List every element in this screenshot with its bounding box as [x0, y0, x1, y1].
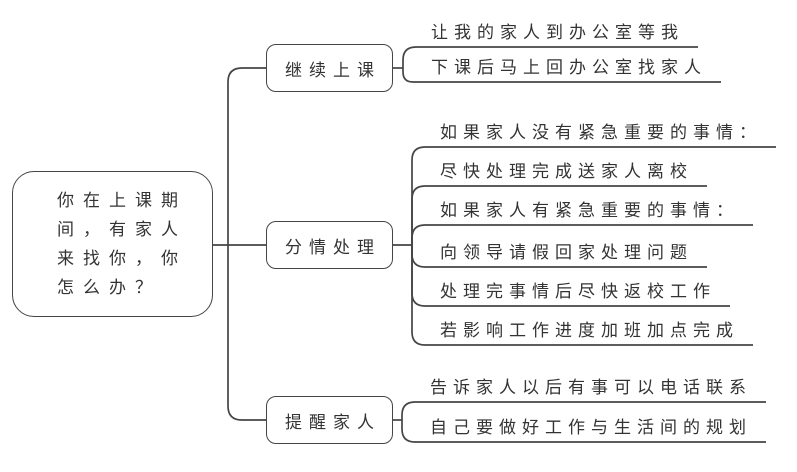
- leaf-node-label: 尽快处理完成送家人离校: [440, 162, 693, 181]
- leaf-node-label: 如果家人没有紧急重要的事情：: [440, 123, 762, 142]
- leaf-node[interactable]: 下课后马上回办公室找家人: [431, 54, 707, 82]
- leaf-node[interactable]: 如果家人没有紧急重要的事情：: [440, 119, 762, 147]
- leaf-node-label: 自己要做好工作与生活间的规划: [430, 418, 752, 437]
- root-node-label-line: 你在上课期: [57, 191, 187, 210]
- branch-node[interactable]: 分情处理: [266, 221, 393, 269]
- root-node-label-line: 怎么办？: [57, 278, 161, 297]
- connector: [227, 67, 266, 421]
- leaf-node[interactable]: 让我的家人到办公室等我: [431, 19, 684, 47]
- branch-node-label: 提醒家人: [285, 412, 381, 432]
- root-node-label-line: 来找你，你: [57, 249, 187, 268]
- leaf-node-label: 下课后马上回办公室找家人: [431, 58, 707, 77]
- branch-node-label: 分情处理: [285, 237, 381, 257]
- leaf-node[interactable]: 告诉家人以后有事可以电话联系: [430, 374, 752, 402]
- leaf-node-label: 处理完事情后尽快返校工作: [440, 282, 716, 301]
- root-node[interactable]: 你在上课期间，有家人来找你，你怎么办？: [12, 171, 213, 317]
- leaf-node[interactable]: 处理完事情后尽快返校工作: [440, 278, 716, 306]
- leaf-node-label: 若影响工作进度加班加点完成: [440, 321, 739, 340]
- branch-node[interactable]: 提醒家人: [266, 396, 393, 444]
- branch-node-label: 继续上课: [285, 60, 381, 80]
- leaf-node[interactable]: 如果家人有紧急重要的事情：: [440, 197, 739, 225]
- branch-node[interactable]: 继续上课: [266, 44, 393, 92]
- root-node-label: 你在上课期间，有家人来找你，你怎么办？: [57, 186, 187, 302]
- leaf-node-label: 如果家人有紧急重要的事情：: [440, 201, 739, 220]
- leaf-node[interactable]: 尽快处理完成送家人离校: [440, 158, 693, 186]
- leaf-node[interactable]: 向领导请假回家处理问题: [440, 239, 693, 267]
- leaf-node[interactable]: 若影响工作进度加班加点完成: [440, 317, 739, 345]
- root-node-label-line: 间，有家人: [57, 220, 187, 239]
- leaf-node-label: 让我的家人到办公室等我: [431, 23, 684, 42]
- leaf-node[interactable]: 自己要做好工作与生活间的规划: [430, 414, 752, 442]
- leaf-node-label: 向领导请假回家处理问题: [440, 243, 693, 262]
- leaf-node-label: 告诉家人以后有事可以电话联系: [430, 378, 752, 397]
